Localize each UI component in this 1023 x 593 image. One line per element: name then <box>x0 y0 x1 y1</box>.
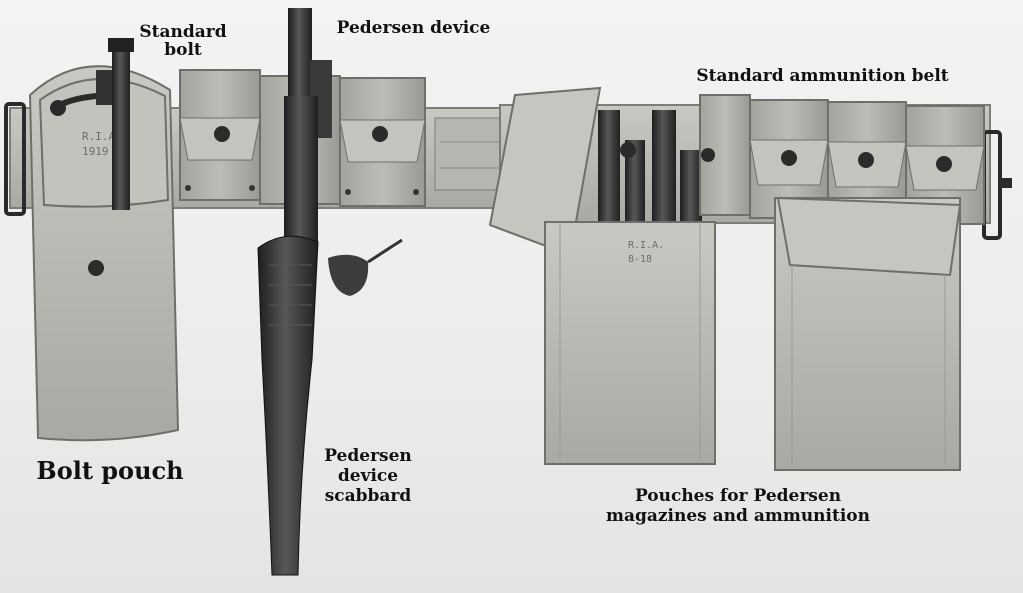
pedersen-pouches-label: Pouches for Pedersen magazines and ammun… <box>583 486 893 526</box>
pedersen-scabbard-label-line1: Pedersen <box>324 446 412 466</box>
pedersen-pouches-label-line2: magazines and ammunition <box>605 506 871 527</box>
standard-ammunition-belt-label: Standard ammunition belt <box>696 66 949 86</box>
pedersen-scabbard <box>257 235 403 576</box>
pedersen-scabbard-label-line2: device <box>337 466 399 487</box>
svg-text:R.I.A.: R.I.A. <box>82 130 122 143</box>
standard-bolt-label-line2: bolt <box>164 39 202 60</box>
cartridge-pocket <box>339 77 426 207</box>
cartridge-pocket <box>179 69 261 201</box>
svg-text:8-18: 8-18 <box>628 254 652 265</box>
bolt-pouch-label: Bolt pouch <box>36 456 184 485</box>
svg-text:R.I.A.: R.I.A. <box>628 240 664 251</box>
belt-buckle-left <box>4 102 26 216</box>
standard-bolt-label-line1: Standard <box>139 22 227 42</box>
pedersen-magazine-pouch: R.I.A. 8-18 <box>544 221 716 465</box>
pedersen-device-label: Pedersen device <box>336 18 491 38</box>
svg-text:1919: 1919 <box>82 145 109 158</box>
cartridge-pocket <box>699 94 751 216</box>
pedersen-pouches-label-line1: Pouches for Pedersen <box>634 486 842 506</box>
pedersen-device <box>284 8 332 246</box>
pedersen-magazines <box>598 110 702 235</box>
pedersen-scabbard-label-line3: scabbard <box>324 486 412 507</box>
bolt-pouch: R.I.A. 1919 <box>28 65 180 442</box>
pedersen-scabbard-label: Pedersen device scabbard <box>308 446 428 506</box>
standard-bolt-label: Standard bolt <box>128 22 238 60</box>
standard-bolt <box>50 38 134 210</box>
pedersen-magazine-pouch <box>774 196 962 471</box>
